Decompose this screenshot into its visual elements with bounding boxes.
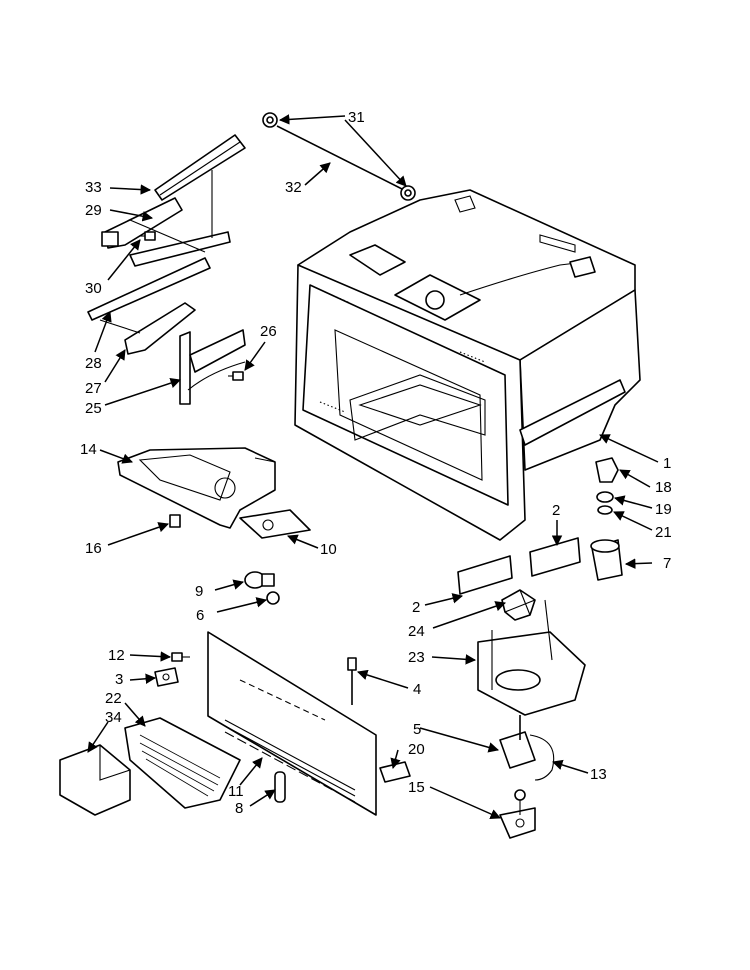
callout-2-top: 2 — [552, 502, 560, 519]
callout-27: 27 — [85, 380, 102, 397]
callout-22: 22 — [105, 690, 122, 707]
callout-9: 9 — [195, 583, 203, 600]
callout-30: 30 — [85, 280, 102, 297]
gear-shaft-parts — [262, 112, 416, 201]
callout-10: 10 — [320, 541, 337, 558]
callout-20: 20 — [408, 741, 425, 758]
fan-assembly-parts — [457, 457, 623, 839]
callout-24: 24 — [408, 623, 425, 640]
callout-3: 3 — [115, 671, 123, 688]
callout-16: 16 — [85, 540, 102, 557]
callout-25: 25 — [85, 400, 102, 417]
lamp-parts — [244, 571, 280, 605]
leader-lines — [87, 114, 659, 819]
callout-6: 6 — [196, 607, 204, 624]
callout-32: 32 — [285, 179, 302, 196]
callout-13: 13 — [590, 766, 607, 783]
callout-28: 28 — [85, 355, 102, 372]
freezer-liner-part — [294, 189, 641, 541]
callout-5: 5 — [413, 721, 421, 738]
callout-2-left: 2 — [412, 599, 420, 616]
callout-7: 7 — [663, 555, 671, 572]
panel-grille-parts — [59, 631, 411, 816]
callout-31: 31 — [348, 109, 365, 126]
callout-11: 11 — [228, 783, 244, 800]
callout-4: 4 — [413, 681, 421, 698]
callout-34: 34 — [105, 709, 122, 726]
callout-26: 26 — [260, 323, 277, 340]
callout-1: 1 — [663, 455, 671, 472]
callout-29: 29 — [85, 202, 102, 219]
callout-14: 14 — [80, 441, 97, 458]
cover-part — [117, 447, 311, 539]
slide-rail-parts — [87, 134, 246, 405]
callout-18: 18 — [655, 479, 672, 496]
callout-33: 33 — [85, 179, 102, 196]
callout-labels: 31 32 33 29 30 28 27 25 26 14 16 10 9 6 … — [80, 109, 672, 817]
callout-23: 23 — [408, 649, 425, 666]
callout-15: 15 — [408, 779, 425, 796]
callout-8: 8 — [235, 800, 243, 817]
callout-12: 12 — [108, 647, 125, 664]
callout-21: 21 — [655, 524, 672, 541]
callout-19: 19 — [655, 501, 672, 518]
